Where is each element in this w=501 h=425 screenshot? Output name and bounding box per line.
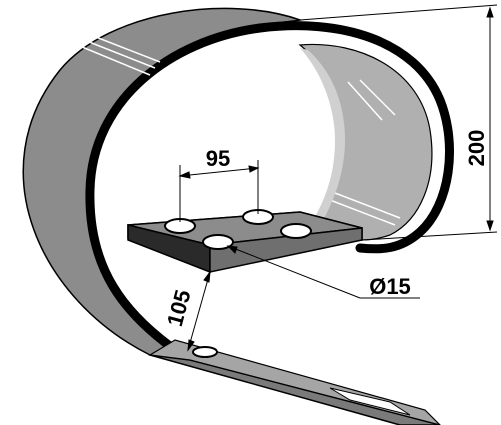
height-dimension-label: 200 [464,130,489,167]
inner-shade [300,48,345,226]
hole-diameter-label: Ø15 [369,274,411,299]
mounting-hole [202,234,234,250]
tine-leg [148,339,441,425]
tip-hole [192,346,218,358]
dimension-hole-to-tip [187,270,211,352]
tine-rim [85,21,454,365]
dimension-height [299,4,498,241]
surface-highlights [69,29,401,226]
dimension-hole-diameter [226,245,420,299]
hole-spacing-label: 95 [206,146,230,171]
mounting-plate [127,209,363,274]
hole-to-tip-label: 105 [162,287,196,329]
mounting-hole [280,223,312,239]
dimension-hole-spacing [178,160,260,222]
